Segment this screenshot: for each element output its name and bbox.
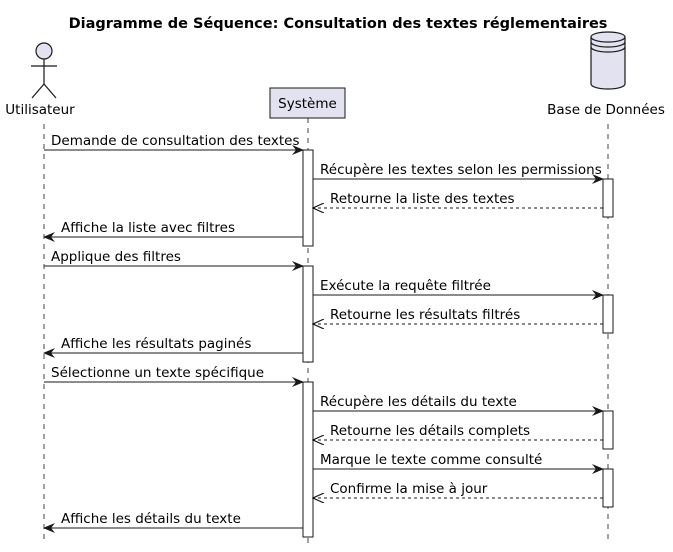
participant-user: Utilisateur: [5, 42, 75, 118]
actor-icon: [31, 42, 57, 99]
message-label: Retourne les détails complets: [330, 423, 530, 439]
participant-label-system: Système: [278, 96, 337, 112]
message-label: Récupère les textes selon les permission…: [320, 162, 602, 178]
participant-system: Système: [269, 87, 346, 119]
activation-bar-db: [602, 410, 614, 450]
database-icon: [590, 31, 626, 90]
message-label: Exécute la requête filtrée: [320, 278, 491, 294]
activation-bar-db: [602, 294, 614, 334]
activation-bar-db: [602, 468, 614, 508]
message-label: Récupère les détails du texte: [320, 394, 517, 410]
message-label: Affiche les résultats paginés: [61, 336, 251, 352]
participant-label-user: Utilisateur: [5, 102, 75, 118]
message-label: Retourne les résultats filtrés: [330, 307, 520, 323]
participant-database: Base de Données: [547, 31, 665, 118]
activation-bar-db: [602, 178, 614, 218]
diagram-title: Diagramme de Séquence: Consultation des …: [69, 16, 608, 32]
activation-bar-sys: [302, 265, 314, 363]
message-label: Retourne la liste des textes: [330, 191, 515, 207]
message-label: Affiche les détails du texte: [61, 511, 241, 527]
activation-bars: [302, 149, 614, 538]
activation-bar-sys: [302, 149, 314, 247]
activation-bar-sys: [302, 381, 314, 538]
participant-label-database: Base de Données: [547, 102, 665, 118]
lifelines: [43, 118, 609, 544]
message-label: Demande de consultation des textes: [51, 133, 300, 149]
message-label: Sélectionne un texte spécifique: [51, 365, 264, 381]
message-arrows: Demande de consultation des textesRécupè…: [43, 133, 604, 533]
message-label: Marque le texte comme consulté: [320, 452, 542, 468]
message-label: Affiche la liste avec filtres: [61, 220, 235, 236]
message-label: Applique des filtres: [51, 249, 181, 265]
participant-box-system: [269, 87, 346, 119]
message-label: Confirme la mise à jour: [330, 481, 488, 497]
